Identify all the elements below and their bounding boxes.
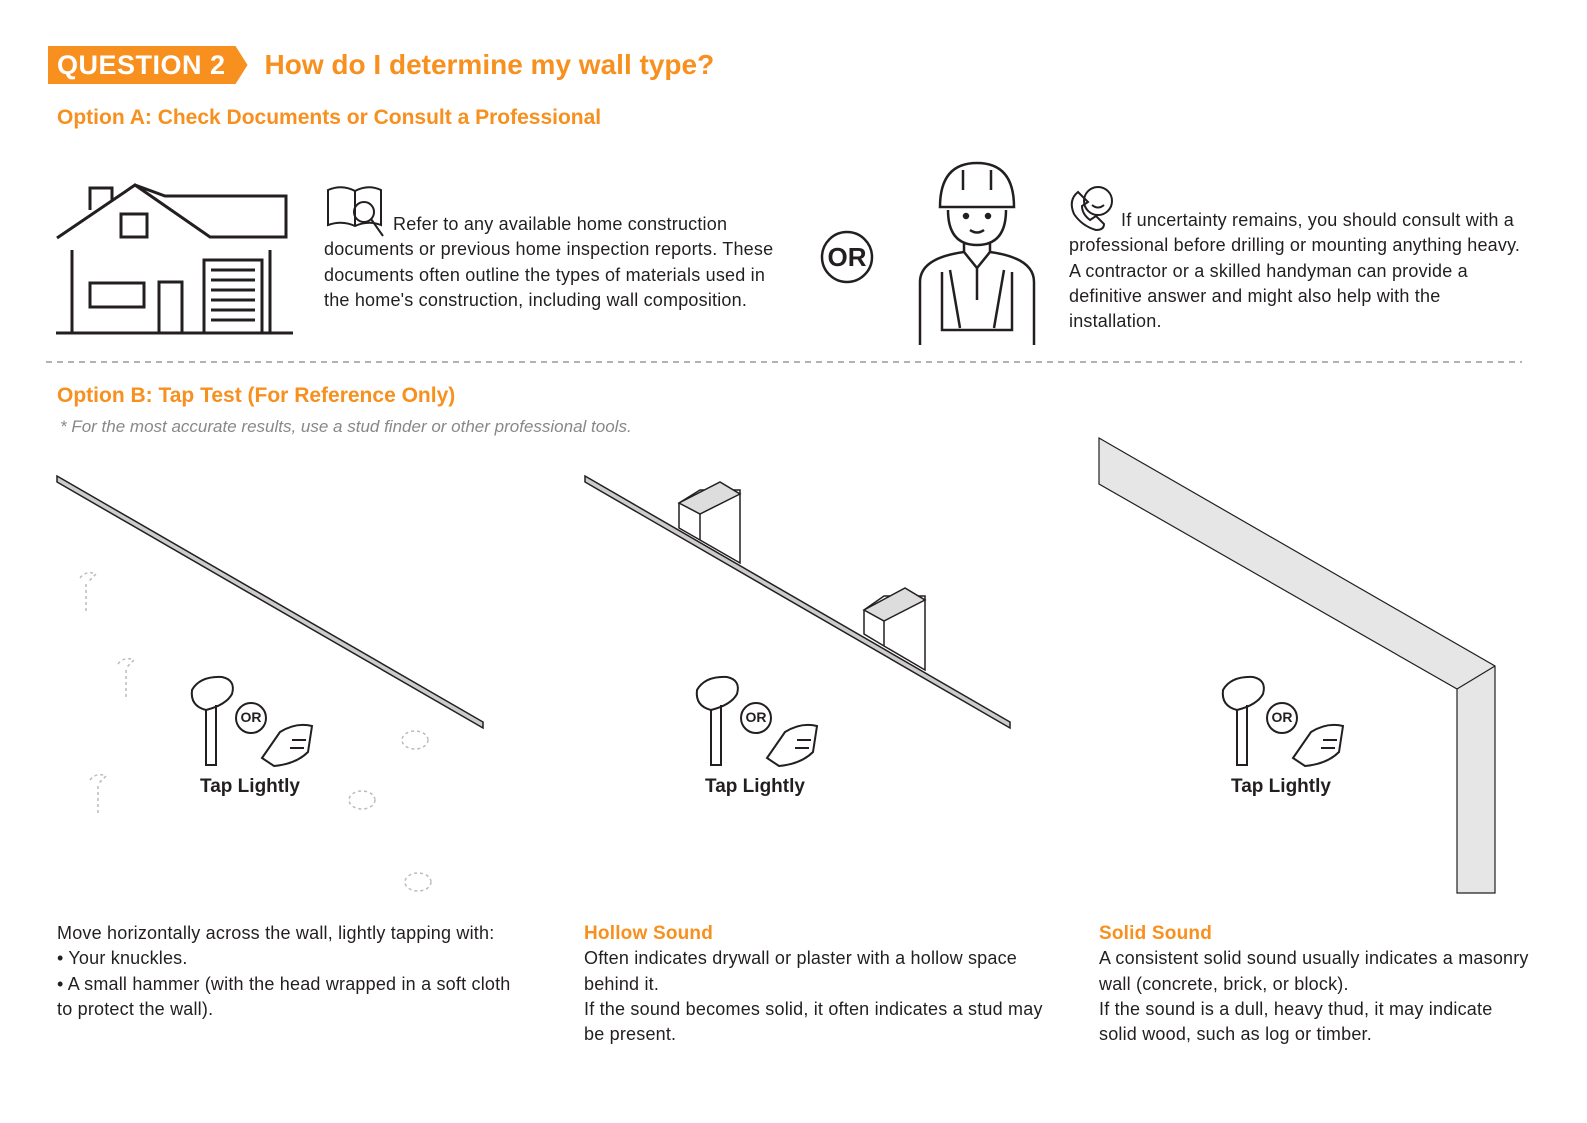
- professional-text: If uncertainty remains, you should consu…: [1069, 210, 1521, 332]
- panel-1-text: Move horizontally across the wall, light…: [57, 921, 527, 1022]
- question-badge: QUESTION 2: [48, 46, 248, 84]
- option-a-title: Option A: Check Documents or Consult a P…: [57, 106, 602, 129]
- or-label: OR: [827, 242, 867, 272]
- tap-or-label-3: OR: [1271, 709, 1293, 725]
- tap-tools-1: [190, 675, 314, 768]
- hammer-icon: [190, 675, 234, 766]
- document-search-icon: [327, 186, 384, 237]
- worker-icon: [918, 161, 1036, 345]
- header: QUESTION 2 How do I determine my wall ty…: [48, 45, 714, 85]
- panel-1-line: • A small hammer (with the head wrapped …: [57, 973, 511, 1019]
- panel-2-text: Hollow Sound Often indicates drywall or …: [584, 921, 1044, 1047]
- hollow-sound-heading: Hollow Sound: [584, 923, 714, 944]
- wall-illustration-2: [584, 474, 1011, 730]
- solid-sound-heading: Solid Sound: [1099, 923, 1213, 944]
- stud-1: [677, 481, 742, 565]
- panel-1-line: Move horizontally across the wall, light…: [57, 923, 495, 943]
- option-b-title: Option B: Tap Test (For Reference Only): [57, 384, 456, 407]
- option-b-note: * For the most accurate results, use a s…: [60, 417, 632, 436]
- page-title: How do I determine my wall type?: [264, 49, 715, 80]
- hammer-icon: [1221, 675, 1265, 766]
- knuckle-icon: [1291, 723, 1345, 768]
- knuckle-icon: [765, 723, 819, 768]
- tap-label-2: Tap Lightly: [705, 776, 805, 797]
- tap-or-label-2: OR: [745, 709, 767, 725]
- panel-1-line: • Your knuckles.: [57, 948, 188, 969]
- or-circle: [740, 702, 772, 734]
- tap-or-label-1: OR: [240, 709, 262, 725]
- tap-tools-2: [695, 675, 819, 768]
- panel-2-line: Often indicates drywall or plaster with …: [584, 948, 1018, 994]
- panel-3-line: If the sound is a dull, heavy thud, it m…: [1099, 998, 1493, 1045]
- panel-2-line: If the sound becomes solid, it often ind…: [584, 998, 1043, 1045]
- or-circle: [820, 230, 874, 284]
- or-circle: [1266, 702, 1298, 734]
- knuckle-icon: [260, 723, 314, 768]
- stud-2: [862, 587, 927, 672]
- phone-consult-icon: [1070, 186, 1113, 232]
- panel-3-line: A consistent solid sound usually indicat…: [1099, 948, 1529, 994]
- hammer-icon: [695, 675, 739, 766]
- house-icon: [56, 183, 293, 335]
- tap-label-3: Tap Lightly: [1231, 776, 1331, 797]
- or-circle: [235, 702, 267, 734]
- wall-illustration-3: [1098, 436, 1496, 894]
- wall-illustration-1: [56, 474, 484, 892]
- tap-label-1: Tap Lightly: [200, 776, 300, 797]
- documents-text: Refer to any available home construction…: [324, 214, 774, 310]
- tap-tools-3: [1221, 675, 1345, 768]
- panel-3-text: Solid Sound A consistent solid sound usu…: [1099, 921, 1529, 1047]
